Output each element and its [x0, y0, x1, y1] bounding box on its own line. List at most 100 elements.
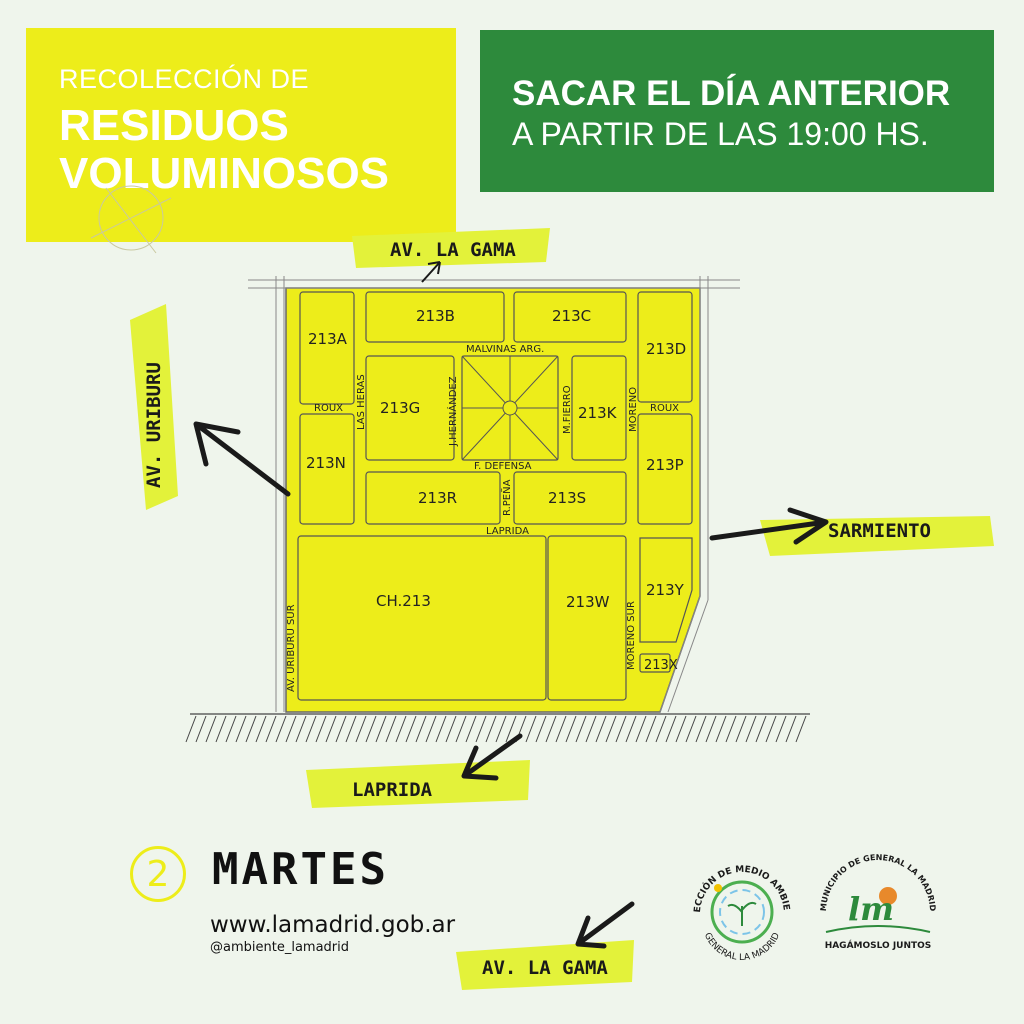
hatch-line: [555, 715, 567, 743]
hatch-line: [695, 715, 707, 743]
street-label-av-uriburu-sur: AV. URIBURU SUR: [286, 604, 297, 692]
hatch-line: [335, 715, 347, 743]
hatch-line: [595, 715, 607, 743]
hatch-line: [715, 715, 727, 743]
website-link[interactable]: www.lamadrid.gob.ar: [210, 912, 456, 938]
block-213k: [571, 355, 627, 461]
hatch-line: [735, 715, 747, 743]
street-label-av-uriburu: AV. URIBURU: [143, 362, 165, 488]
street-label-r-pena: R.PEÑA: [500, 479, 513, 516]
hatch-line: [565, 715, 577, 743]
blocks: [297, 291, 693, 701]
notice-line-2: A PARTIR DE LAS 19:00 HS.: [512, 116, 929, 152]
hatch-line: [435, 715, 447, 743]
municipio-bottom-text: HAGÁMOSLO JUNTOS: [825, 939, 932, 951]
hatch-line: [445, 715, 457, 743]
block-213d: [637, 291, 693, 403]
block-213x: [639, 653, 671, 673]
title-line-1: RECOLECCIÓN DE: [59, 64, 310, 94]
hatch-line: [385, 715, 397, 743]
title-line-3: VOLUMINOSOS: [59, 149, 390, 198]
block-label-213y: 213Y: [646, 581, 685, 599]
hatch-line: [415, 715, 427, 743]
hatch-line: [655, 715, 667, 743]
hatch-line: [195, 715, 207, 743]
block-213b: [365, 291, 505, 343]
hatch-line: [585, 715, 597, 743]
hatch-line: [255, 715, 267, 743]
block-label-213s: 213S: [548, 489, 586, 507]
decorative-sketch-icon: [90, 185, 172, 254]
block-label-213g: 213G: [380, 399, 420, 417]
hatch-line: [785, 715, 797, 743]
hatch-line: [235, 715, 247, 743]
block-213y: [639, 537, 693, 643]
street-label-moreno: MORENO: [628, 387, 639, 432]
plaza-paths: [461, 355, 559, 461]
block-213c: [513, 291, 627, 343]
block-213r: [365, 471, 501, 525]
social-handle[interactable]: @ambiente_lamadrid: [210, 940, 349, 955]
hatch-line: [705, 715, 717, 743]
block-label-213b: 213B: [416, 307, 455, 325]
hatch-line: [765, 715, 777, 743]
hatch-line: [395, 715, 407, 743]
hatch-line: [405, 715, 417, 743]
hatch-line: [225, 715, 237, 743]
hatch-line: [265, 715, 277, 743]
block-label-213w: 213W: [566, 593, 610, 611]
hatch-line: [355, 715, 367, 743]
municipio-logo: MUNICIPIO DE GENERAL LA MADRID lm HAGÁMO…: [819, 853, 937, 951]
street-label-laprida: LAPRIDA: [352, 779, 433, 801]
hatch-line: [525, 715, 537, 743]
street-label-m-fierro: M.FIERRO: [562, 385, 573, 434]
arrow-lagama-bottom-icon: [575, 901, 635, 949]
hatch-line: [205, 715, 217, 743]
block-label-213d: 213D: [646, 340, 686, 358]
street-label-av-la-gama-top: AV. LA GAMA: [390, 239, 516, 261]
block-label-213n: 213N: [306, 454, 346, 472]
hatch-line: [365, 715, 377, 743]
hatch-line: [275, 715, 287, 743]
hatch-line: [295, 715, 307, 743]
hatch-line: [775, 715, 787, 743]
hatch-line: [745, 715, 757, 743]
street-label-laprida-inner: LAPRIDA: [486, 526, 529, 537]
title-line-2: RESIDUOS: [59, 101, 289, 150]
hatch-line: [615, 715, 627, 743]
hatch-line: [725, 715, 737, 743]
block-213n: [299, 413, 355, 525]
hatch-line: [625, 715, 637, 743]
svg-text:GENERAL LA MADRID: GENERAL LA MADRID: [702, 931, 782, 963]
hatch-line: [685, 715, 697, 743]
hatch-line: [375, 715, 387, 743]
label-highlights: [130, 228, 994, 990]
block-213p: [637, 413, 693, 525]
block-ch213: [297, 535, 547, 701]
block-label-213p: 213P: [646, 456, 684, 474]
hatch-line: [545, 715, 557, 743]
hatch-line: [475, 715, 487, 743]
street-label-las-heras: LAS HERAS: [356, 374, 367, 430]
street-label-roux-left: ROUX: [314, 403, 343, 414]
notice-line-1: SACAR EL DÍA ANTERIOR: [512, 74, 951, 113]
hatch-line: [245, 715, 257, 743]
hatch-line: [505, 715, 517, 743]
block-213a: [299, 291, 355, 405]
street-label-sarmiento: SARMIENTO: [828, 520, 931, 542]
hatch-line: [425, 715, 437, 743]
hatch-line: [635, 715, 647, 743]
hatch-line: [675, 715, 687, 743]
street-label-roux-right: ROUX: [650, 403, 679, 414]
block-label-213r: 213R: [418, 489, 457, 507]
arrow-uriburu-icon: [193, 421, 291, 497]
municipio-mark: lm: [848, 890, 894, 928]
hatch-line: [305, 715, 317, 743]
hatch-line: [795, 715, 807, 743]
hatch-line: [605, 715, 617, 743]
medio-ambiente-bottom-text: GENERAL LA MADRID: [702, 931, 782, 963]
block-213w: [547, 535, 627, 701]
block-label-213a: 213A: [308, 330, 348, 348]
hatch-line: [575, 715, 587, 743]
hatch-line: [185, 715, 197, 743]
